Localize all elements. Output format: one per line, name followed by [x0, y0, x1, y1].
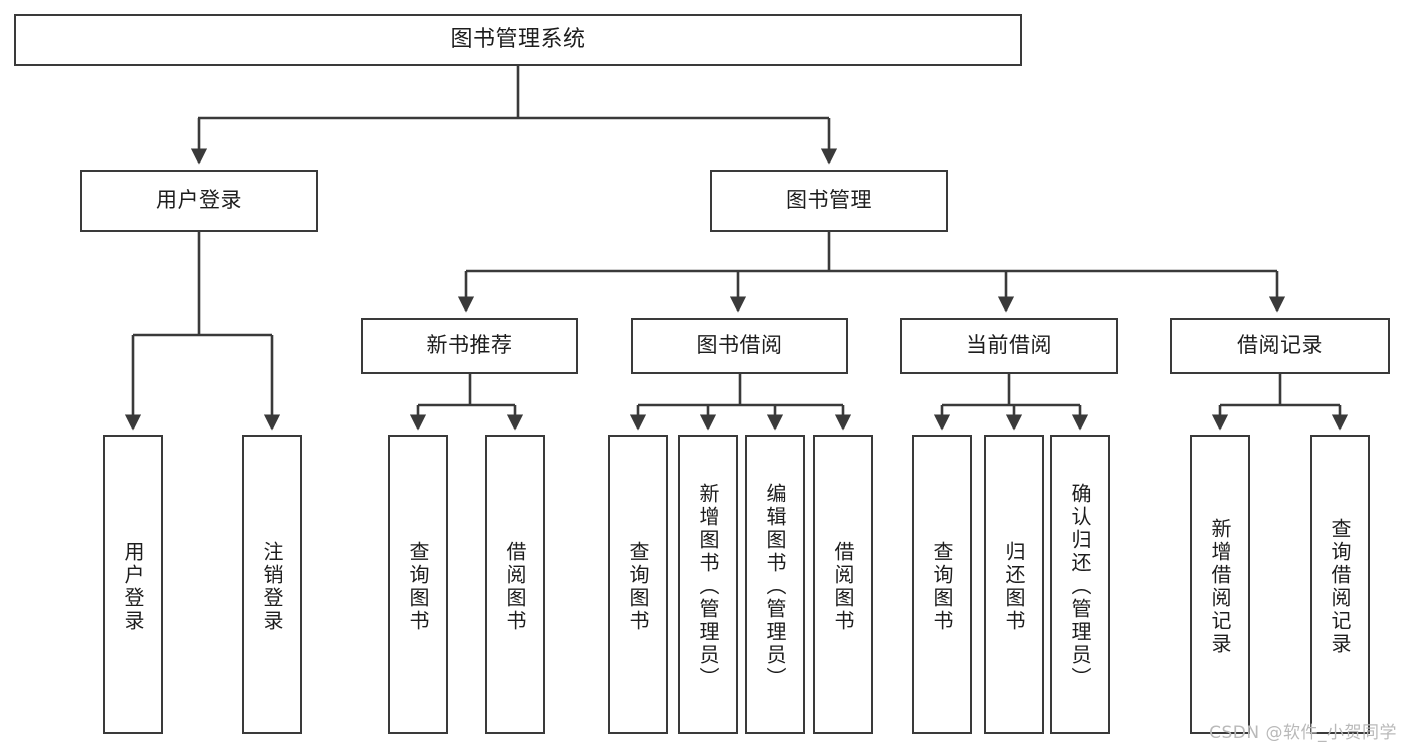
node-book-management-system[interactable]: 图书管理系统	[14, 14, 1022, 66]
leaf-borrow-book-2[interactable]: 借阅图书	[813, 435, 873, 734]
node-borrow-record[interactable]: 借阅记录	[1170, 318, 1390, 374]
node-label: 确认归还（管理员）	[1068, 483, 1092, 690]
node-label: 编辑图书（管理员）	[763, 483, 787, 690]
node-label: 注销登录	[260, 540, 284, 633]
node-label: 归还图书	[1002, 540, 1026, 633]
leaf-add-borrow-record[interactable]: 新增借阅记录	[1190, 435, 1250, 734]
leaf-return-book[interactable]: 归还图书	[984, 435, 1044, 734]
leaf-query-book-3[interactable]: 查询图书	[912, 435, 972, 734]
leaf-borrow-book-1[interactable]: 借阅图书	[485, 435, 545, 734]
leaf-query-book-2[interactable]: 查询图书	[608, 435, 668, 734]
node-label: 图书管理	[786, 188, 872, 213]
node-new-book-recommend[interactable]: 新书推荐	[361, 318, 578, 374]
leaf-add-book[interactable]: 新增图书（管理员）	[678, 435, 738, 734]
node-current-borrow[interactable]: 当前借阅	[900, 318, 1118, 374]
leaf-logout[interactable]: 注销登录	[242, 435, 302, 734]
watermark: CSDN @软件_小贺同学	[1209, 723, 1397, 743]
node-label: 借阅图书	[831, 540, 855, 633]
node-label: 查询借阅记录	[1328, 517, 1352, 656]
node-label: 用户登录	[156, 188, 242, 213]
node-label: 新增图书（管理员）	[696, 483, 720, 690]
node-label: 查询图书	[406, 540, 430, 633]
node-book-borrow[interactable]: 图书借阅	[631, 318, 848, 374]
leaf-confirm-return[interactable]: 确认归还（管理员）	[1050, 435, 1110, 734]
leaf-query-book-1[interactable]: 查询图书	[388, 435, 448, 734]
node-label: 图书借阅	[696, 333, 783, 358]
leaf-edit-book[interactable]: 编辑图书（管理员）	[745, 435, 805, 734]
node-label: 用户登录	[121, 540, 145, 633]
node-book-management[interactable]: 图书管理	[710, 170, 948, 232]
leaf-query-borrow-record[interactable]: 查询借阅记录	[1310, 435, 1370, 734]
node-user-login[interactable]: 用户登录	[80, 170, 318, 232]
node-label: 新书推荐	[426, 333, 513, 358]
node-label: 图书管理系统	[450, 26, 586, 52]
node-label: 借阅记录	[1237, 333, 1323, 358]
node-label: 借阅图书	[503, 540, 527, 633]
leaf-user-login[interactable]: 用户登录	[103, 435, 163, 734]
node-label: 当前借阅	[966, 333, 1052, 358]
node-label: 查询图书	[930, 540, 954, 633]
node-label: 新增借阅记录	[1208, 517, 1232, 656]
node-label: 查询图书	[626, 540, 650, 633]
